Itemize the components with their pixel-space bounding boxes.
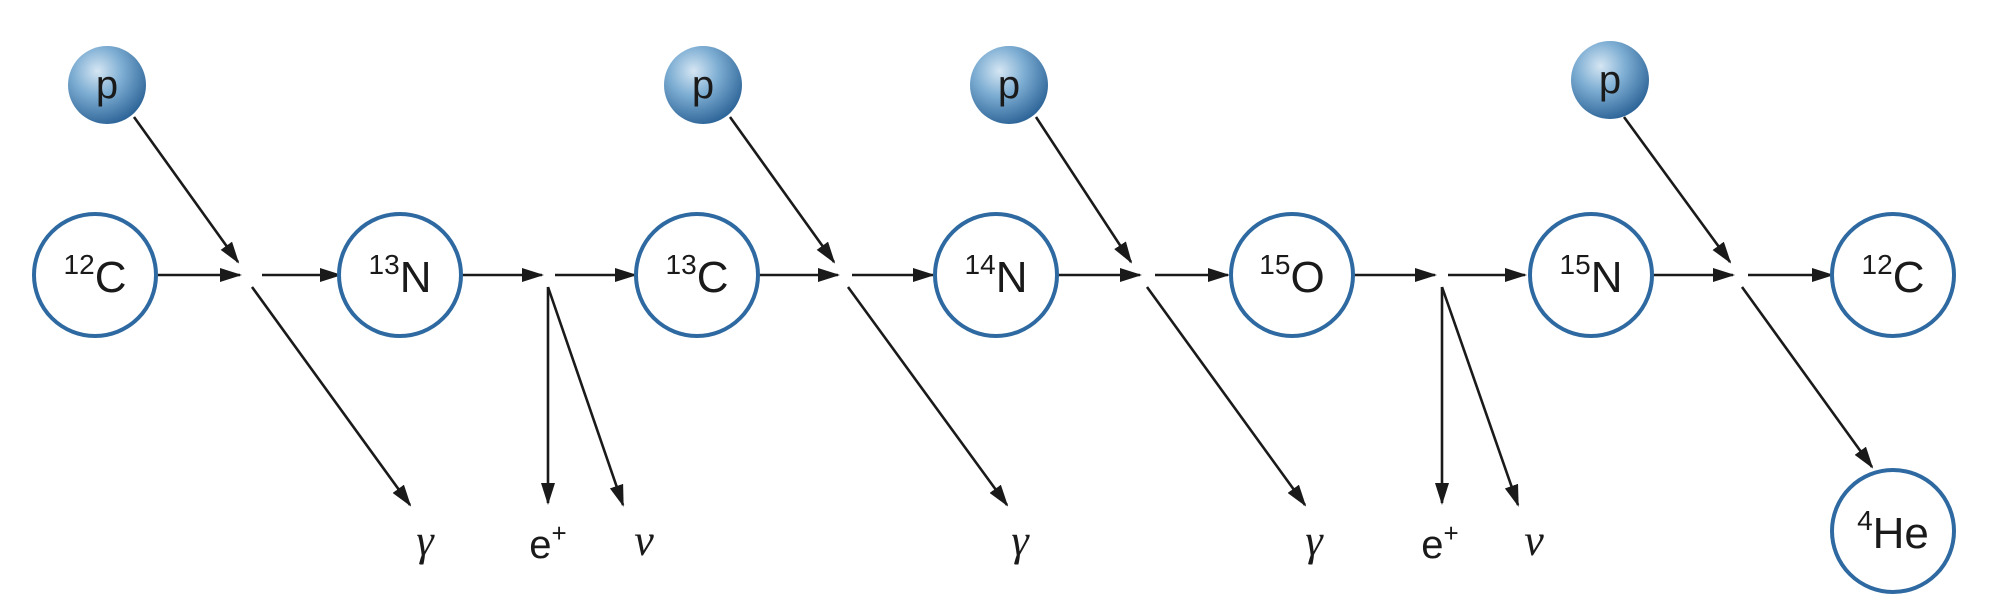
element-symbol: C — [1893, 253, 1925, 302]
element-symbol: N — [996, 253, 1028, 302]
mass-number: 12 — [1862, 249, 1893, 280]
proton-ball — [1571, 41, 1649, 119]
mass-number: 15 — [1259, 249, 1290, 280]
proton-label: p — [96, 63, 118, 107]
svg-text:15N: 15N — [1560, 249, 1623, 302]
svg-text:15O: 15O — [1259, 249, 1324, 302]
mass-number: 4 — [1857, 505, 1873, 536]
proton: p — [970, 46, 1048, 124]
element-symbol: He — [1873, 509, 1929, 558]
mass-number: 15 — [1560, 249, 1591, 280]
proton-input-arrows — [132, 116, 1732, 264]
nucleus-o15: 15O — [1229, 212, 1355, 338]
svg-text:12C: 12C — [64, 249, 127, 302]
nucleus-n14: 14N — [933, 212, 1059, 338]
element-symbol: C — [95, 253, 127, 302]
element-symbol: C — [697, 253, 729, 302]
nucleus-he4: 4He — [1830, 468, 1956, 594]
gamma-label: γ — [416, 516, 435, 565]
emission-arrows — [250, 286, 1874, 507]
nucleus-c12-end: 12C — [1830, 212, 1956, 338]
proton: p — [68, 46, 146, 124]
neutrino-label: ν — [1524, 516, 1544, 565]
proton-label: p — [692, 63, 714, 107]
svg-text:12C: 12C — [1862, 249, 1925, 302]
gamma-label: γ — [1305, 516, 1324, 565]
element-symbol: N — [1591, 253, 1623, 302]
mass-number: 13 — [369, 249, 400, 280]
neutrino-label: ν — [634, 516, 654, 565]
mass-number: 12 — [64, 249, 95, 280]
proton: p — [664, 46, 742, 124]
nucleus-c12-start: 12C — [32, 212, 158, 338]
svg-text:4He: 4He — [1857, 505, 1929, 558]
svg-text:13C: 13C — [666, 249, 729, 302]
proton-label: p — [1599, 58, 1621, 102]
element-symbol: O — [1290, 253, 1324, 302]
nucleus-n13: 13N — [337, 212, 463, 338]
mass-number: 13 — [666, 249, 697, 280]
proton-ball — [664, 46, 742, 124]
mass-number: 14 — [965, 249, 996, 280]
proton-ball — [68, 46, 146, 124]
positron-label: e+ — [529, 518, 566, 567]
nucleus-c13: 13C — [634, 212, 760, 338]
proton-ball — [970, 46, 1048, 124]
proton: p — [1571, 41, 1649, 119]
svg-text:13N: 13N — [369, 249, 432, 302]
nucleus-n15: 15N — [1528, 212, 1654, 338]
proton-label: p — [998, 63, 1020, 107]
svg-text:14N: 14N — [965, 249, 1028, 302]
positron-label: e+ — [1421, 518, 1458, 567]
gamma-label: γ — [1011, 516, 1030, 565]
element-symbol: N — [400, 253, 432, 302]
